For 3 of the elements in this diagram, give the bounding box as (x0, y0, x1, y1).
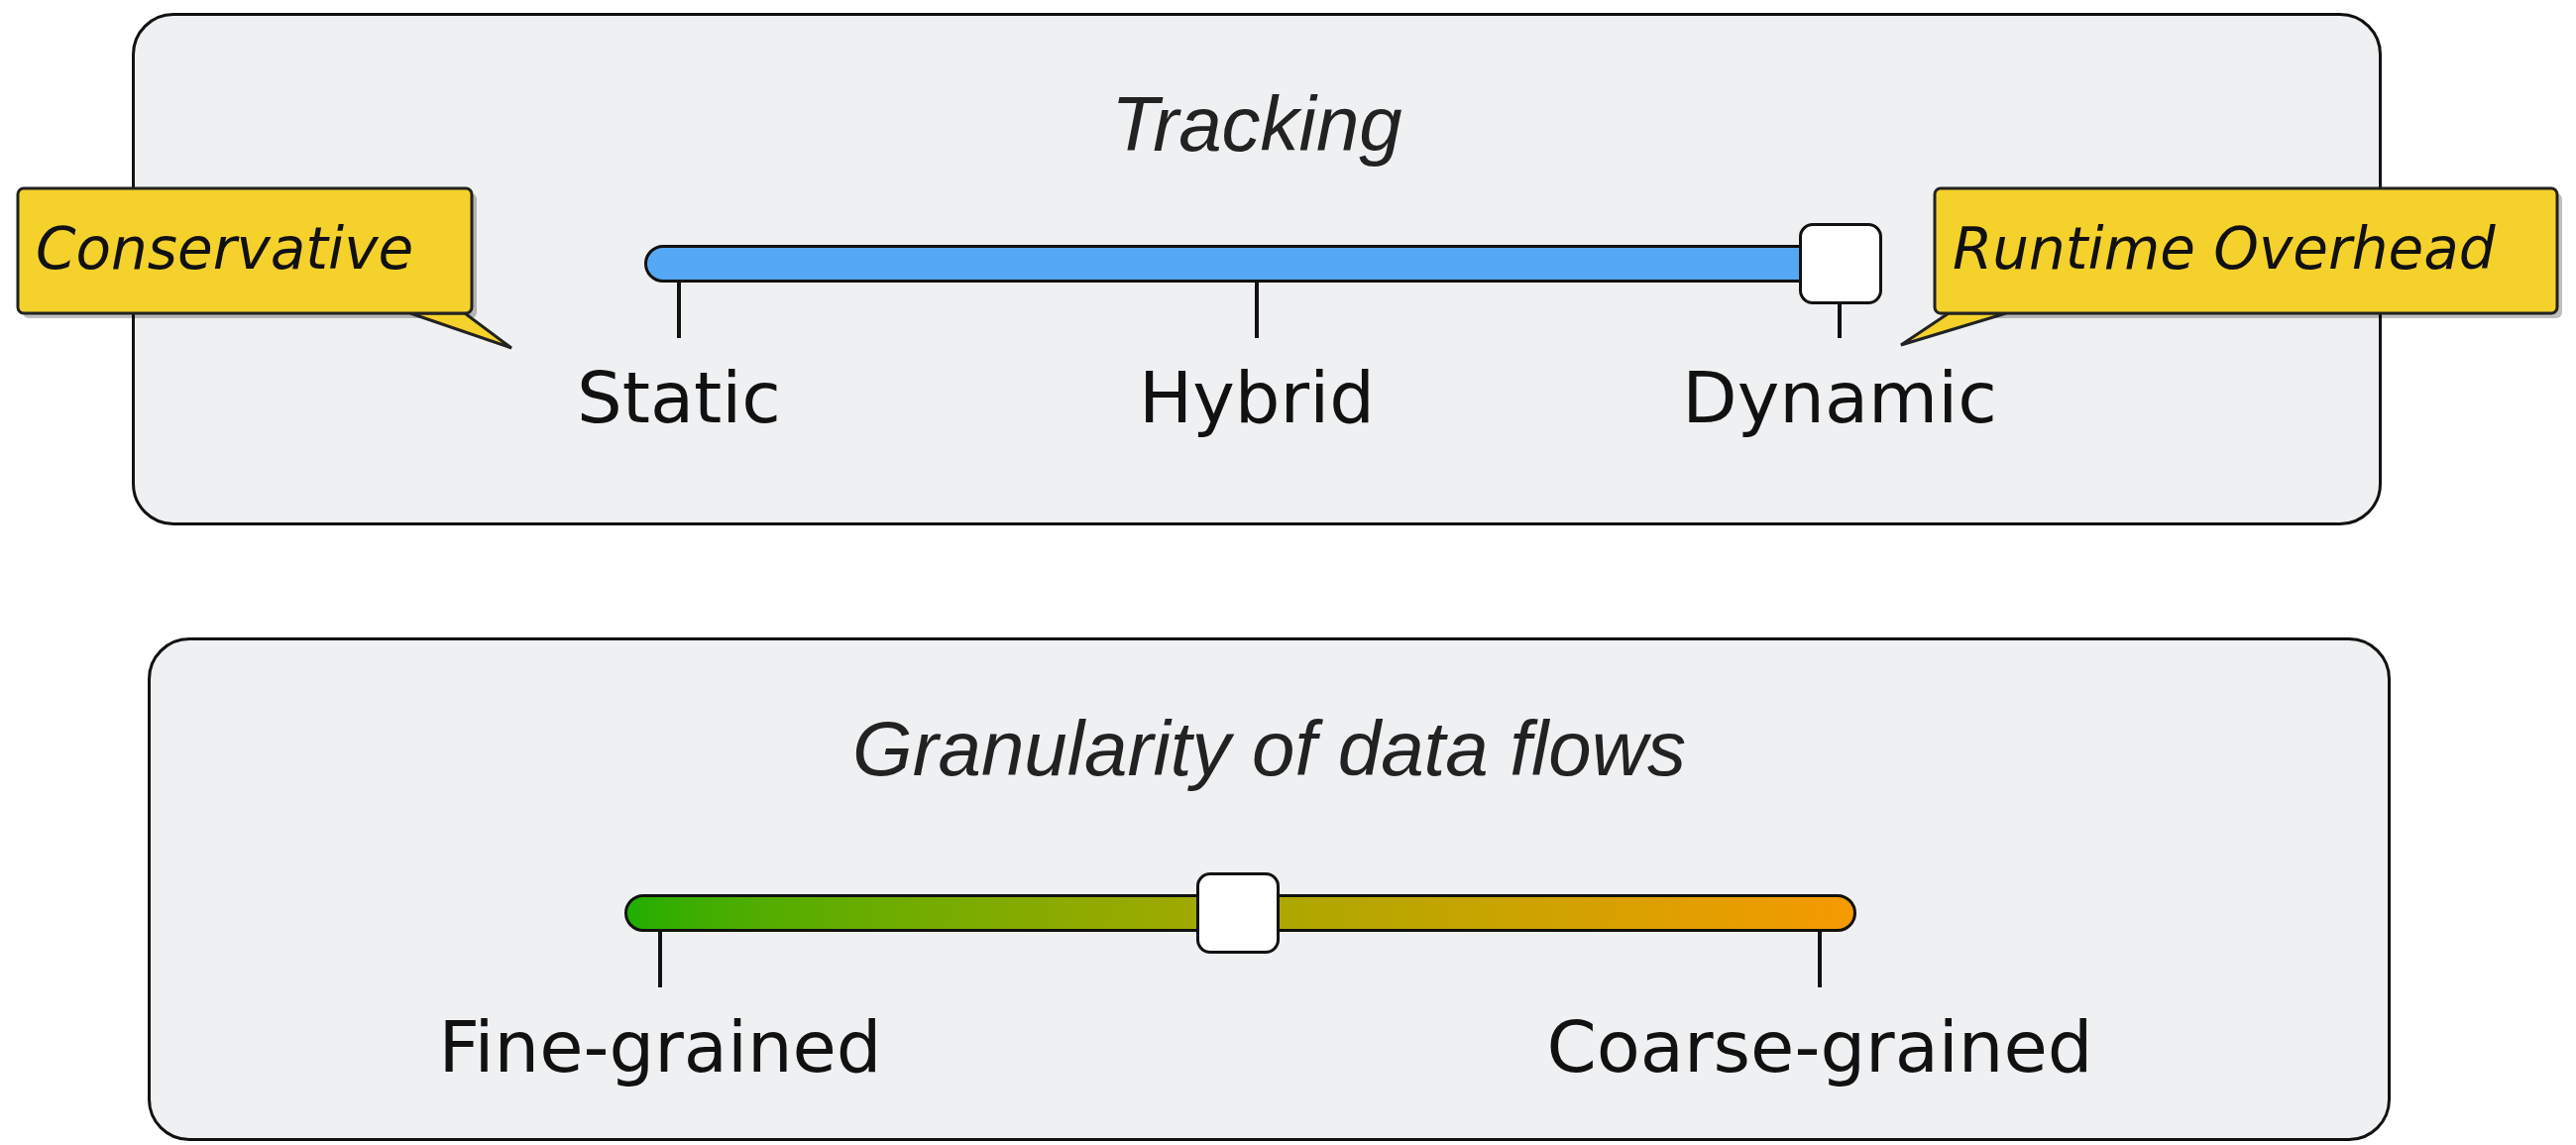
scale-label: Static (577, 362, 781, 433)
panel (148, 637, 2391, 1141)
callout-text: Runtime Overhead (1953, 220, 2496, 278)
